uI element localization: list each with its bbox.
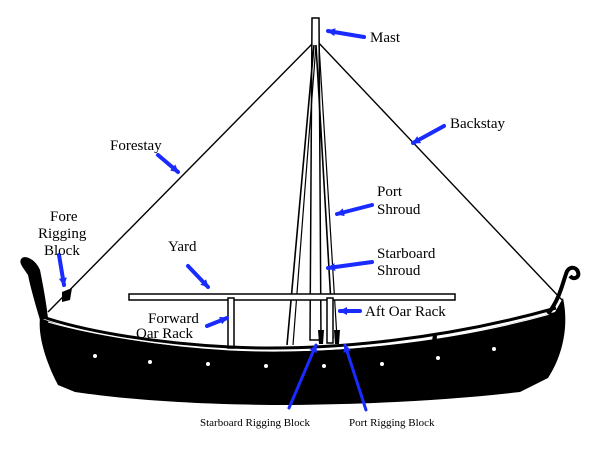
forestay-label: Forestay: [110, 138, 162, 154]
forward-oar-rack-label-line1: Forward: [148, 311, 199, 327]
port-shroud-line-2: [318, 44, 338, 339]
port-shroud-label-line2: Shroud: [377, 202, 421, 218]
port-shroud-arrow: [335, 203, 374, 217]
forward-oar-rack: [227, 297, 235, 349]
forward-oar-rack-label-line2: Oar Rack: [136, 326, 194, 342]
aft-oar-rack: [326, 297, 334, 344]
forestay-arrow: [156, 153, 180, 174]
starboard-shroud-label-line2: Shroud: [377, 263, 421, 279]
fore-rigging-label-line2: Rigging: [38, 226, 87, 242]
hull: [39, 298, 566, 405]
port-shroud-label-line1: Port: [377, 184, 403, 200]
port-rigging-block-arrow: [343, 343, 368, 412]
gunwale-inner: [47, 313, 551, 352]
starboard-rigging-block-arrow: [287, 343, 318, 410]
starboard-rigging-block: [318, 330, 324, 344]
backstay-label: Backstay: [450, 116, 505, 132]
fore-rigging-label-line3: Block: [44, 243, 80, 259]
yard-label: Yard: [168, 239, 197, 255]
aft-oar-rack-label: Aft Oar Rack: [365, 304, 446, 320]
port-rigging-block: [334, 330, 340, 344]
mast-arrow: [326, 28, 366, 39]
yard: [128, 293, 456, 301]
starboard-rigging-block-label: Starboard Rigging Block: [200, 417, 310, 429]
fore-rigging-block-arrow: [57, 253, 67, 287]
backstay-line: [315, 39, 563, 301]
mast-label: Mast: [370, 30, 401, 46]
prow-head: [20, 257, 48, 320]
stern-curl: [546, 265, 581, 316]
starboard-shroud-label-line1: Starboard: [377, 246, 436, 262]
starboard-shroud-arrow: [326, 260, 374, 272]
backstay-arrow: [411, 124, 446, 145]
port-shroud-line: [315, 44, 334, 339]
forestay-line: [47, 39, 317, 313]
forward-oar-rack-arrow: [205, 316, 229, 328]
fore-rigging-block: [62, 288, 72, 302]
fore-rigging-label-line1: Fore: [50, 209, 78, 225]
port-rigging-block-label: Port Rigging Block: [349, 417, 435, 429]
oar-holes: [93, 347, 496, 368]
gunwale: [39, 306, 557, 350]
tiller: [430, 335, 437, 352]
yard-arrow: [186, 264, 210, 289]
